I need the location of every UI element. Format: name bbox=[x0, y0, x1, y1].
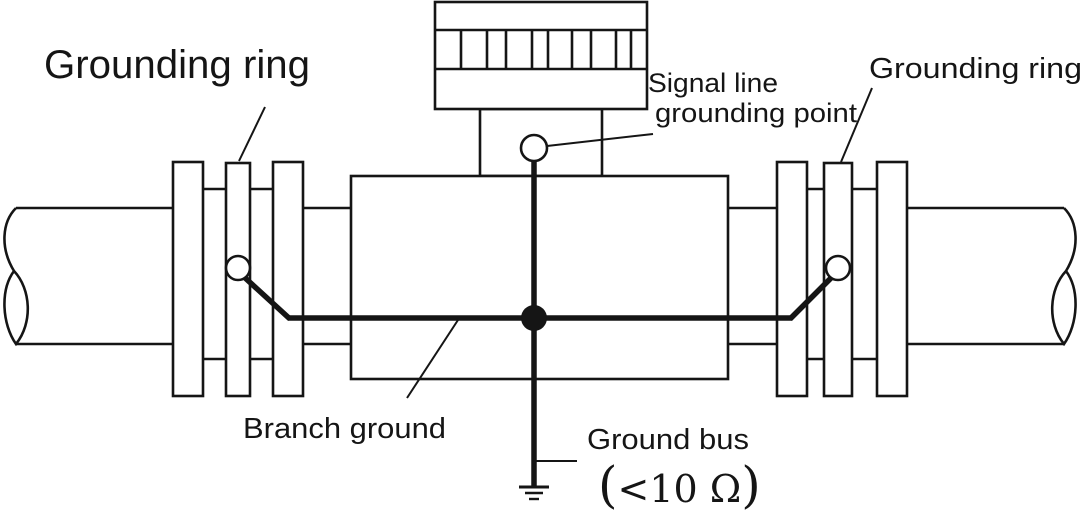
resistance-value: <10 Ω bbox=[618, 467, 742, 511]
label-grounding-ring-right: Grounding ring bbox=[869, 53, 1080, 85]
converter-fins bbox=[459, 30, 633, 69]
resistance-paren-close: ) bbox=[741, 456, 761, 512]
resistance-paren-open: ( bbox=[598, 456, 618, 512]
diagram-linework bbox=[3, 0, 1077, 501]
earth-symbol bbox=[519, 485, 549, 501]
converter-housing bbox=[433, 0, 649, 111]
signal-ground-terminal bbox=[519, 133, 549, 163]
label-branch-ground: Branch ground bbox=[243, 413, 446, 445]
branch-wire-left bbox=[241, 273, 292, 322]
flowmeter-body bbox=[349, 174, 730, 381]
label-signal-line-1: Signal line bbox=[648, 68, 778, 98]
junction-dot bbox=[521, 305, 547, 331]
flange-outer-left bbox=[171, 160, 205, 398]
label-grounding-ring-left: Grounding ring bbox=[44, 43, 310, 87]
branch-wire-right bbox=[788, 274, 835, 321]
leader-grounding-ring-left bbox=[238, 106, 266, 162]
ring-terminal-right bbox=[824, 254, 852, 282]
leader-branch-ground bbox=[406, 319, 459, 399]
pipe-break-right bbox=[1050, 207, 1077, 347]
flange-inner-right bbox=[775, 160, 809, 398]
ring-terminal-left bbox=[224, 254, 252, 282]
label-resistance: (<10 Ω) bbox=[598, 456, 761, 512]
label-signal-line-2: grounding point bbox=[655, 98, 858, 128]
label-ground-bus: Ground bus bbox=[587, 424, 749, 456]
leader-grounding-ring-right bbox=[840, 87, 873, 163]
flange-inner-left bbox=[271, 160, 305, 398]
pipe-break-left bbox=[3, 207, 30, 347]
leader-signal-ground bbox=[546, 133, 654, 147]
flange-outer-right bbox=[875, 160, 909, 398]
diagram-labels: Grounding ring Signal line grounding poi… bbox=[44, 43, 1080, 512]
